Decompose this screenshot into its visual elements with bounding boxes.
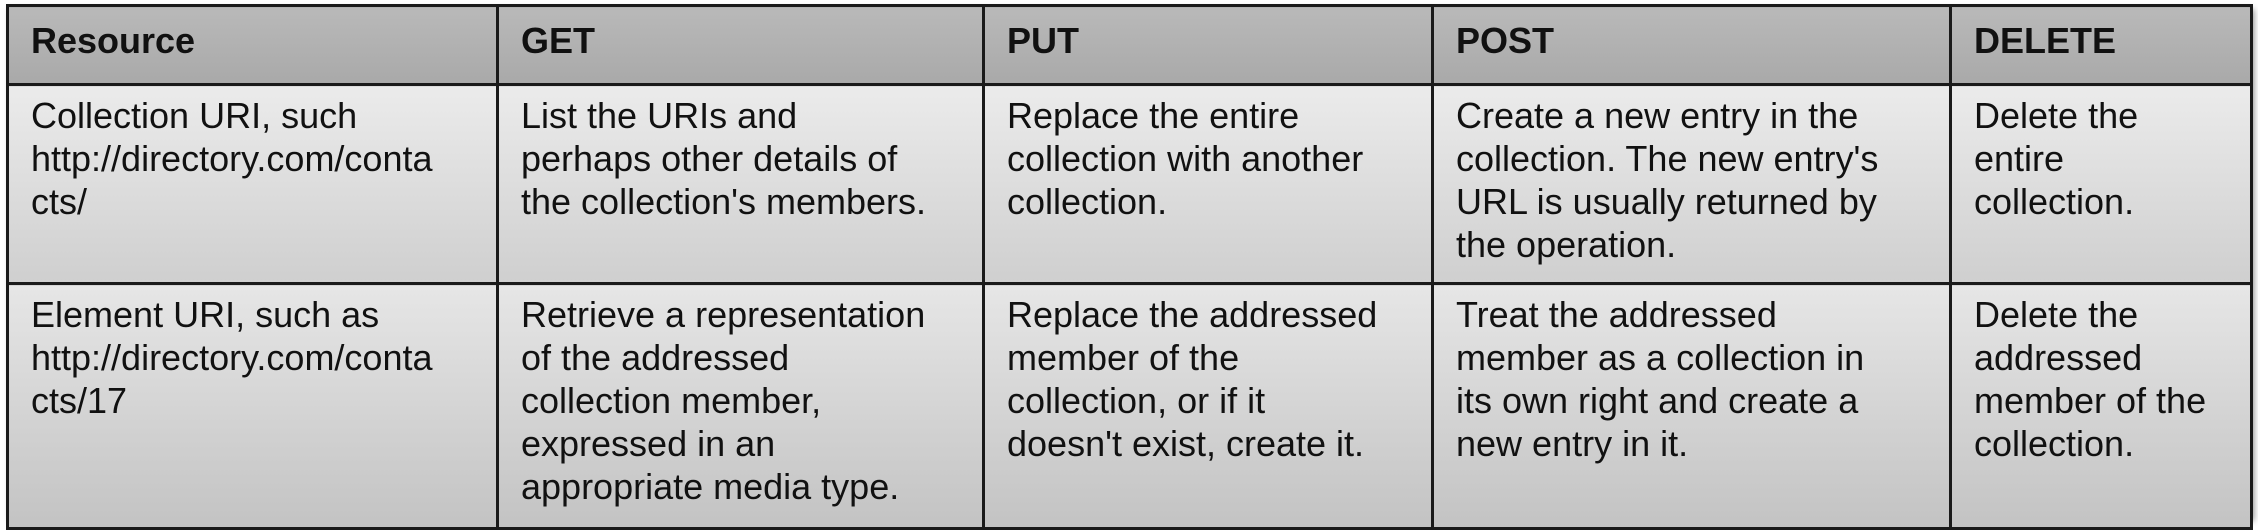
header-row: Resource GET PUT POST DELETE (6, 4, 2253, 86)
cell-collection-post: Create a new entry in the collection. Th… (1431, 83, 1952, 285)
cell-line: Collection URI, such (31, 95, 358, 136)
cell-line: URL is usually returned by (1456, 181, 1877, 222)
cell-line: addressed (1974, 337, 2143, 378)
cell-element-get: Retrieve a representation of the address… (496, 282, 985, 530)
cell-line: collection. The new entry's (1456, 138, 1879, 179)
cell-line: appropriate media type. (521, 466, 900, 507)
cell-line: the collection's members. (521, 181, 927, 222)
cell-line: collection. (1007, 181, 1168, 222)
cell-collection-resource: Collection URI, such http://directory.co… (6, 83, 499, 285)
cell-line: member of the (1974, 380, 2207, 421)
cell-line: perhaps other details of (521, 138, 898, 179)
cell-line: Create a new entry in the (1456, 95, 1859, 136)
cell-line: member as a collection in (1456, 337, 1865, 378)
cell-line: Element URI, such as (31, 294, 380, 335)
rest-methods-table-container: Resource GET PUT POST DELETE Collection … (6, 4, 2253, 530)
cell-line: Replace the addressed (1007, 294, 1378, 335)
cell-line: Replace the entire (1007, 95, 1300, 136)
cell-collection-get: List the URIs and perhaps other details … (496, 83, 985, 285)
header-put: PUT (982, 4, 1434, 86)
header-post: POST (1431, 4, 1952, 86)
header-delete: DELETE (1949, 4, 2253, 86)
cell-element-resource: Element URI, such as http://directory.co… (6, 282, 499, 530)
header-get: GET (496, 4, 985, 86)
cell-line: the operation. (1456, 224, 1677, 265)
cell-element-delete: Delete the addressed member of the colle… (1949, 282, 2253, 530)
cell-line: member of the (1007, 337, 1240, 378)
cell-line: of the addressed (521, 337, 790, 378)
cell-element-post: Treat the addressed member as a collecti… (1431, 282, 1952, 530)
cell-line: cts/17 (31, 380, 128, 421)
cell-line: collection. (1974, 181, 2135, 222)
cell-line: Retrieve a representation (521, 294, 926, 335)
cell-line: collection. (1974, 423, 2135, 464)
rest-methods-table: Resource GET PUT POST DELETE Collection … (6, 4, 2253, 530)
table-row: Collection URI, such http://directory.co… (6, 83, 2253, 285)
cell-line: http://directory.com/conta (31, 138, 433, 179)
cell-line: Delete the (1974, 95, 2139, 136)
cell-line: Treat the addressed (1456, 294, 1777, 335)
cell-line: entire (1974, 138, 2065, 179)
cell-line: doesn't exist, create it. (1007, 423, 1365, 464)
cell-line: collection member, (521, 380, 822, 421)
cell-line: its own right and create a (1456, 380, 1859, 421)
table-row: Element URI, such as http://directory.co… (6, 282, 2253, 530)
header-resource: Resource (6, 4, 499, 86)
cell-line: collection, or if it (1007, 380, 1266, 421)
cell-line: List the URIs and (521, 95, 798, 136)
cell-line: expressed in an (521, 423, 776, 464)
cell-collection-delete: Delete the entire collection. (1949, 83, 2253, 285)
cell-line: Delete the (1974, 294, 2139, 335)
cell-line: new entry in it. (1456, 423, 1689, 464)
cell-line: cts/ (31, 181, 88, 222)
cell-element-put: Replace the addressed member of the coll… (982, 282, 1434, 530)
cell-line: collection with another (1007, 138, 1364, 179)
cell-line: http://directory.com/conta (31, 337, 433, 378)
cell-collection-put: Replace the entire collection with anoth… (982, 83, 1434, 285)
